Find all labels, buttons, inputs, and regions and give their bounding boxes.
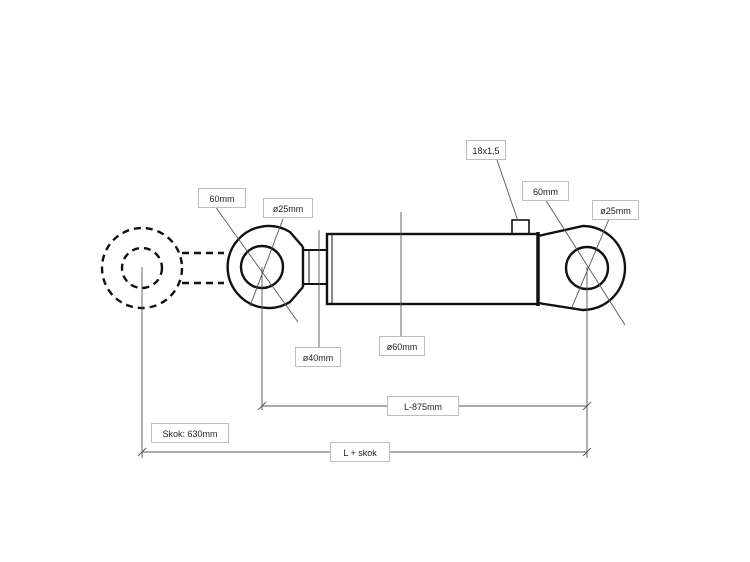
tick-closed-right bbox=[582, 401, 592, 411]
rod-body bbox=[302, 249, 328, 285]
rod-diameter-label: ø40mm bbox=[295, 347, 341, 367]
left-eye-bore-label: ø25mm bbox=[263, 198, 313, 218]
leader-left-width bbox=[211, 201, 299, 323]
cylinder-body bbox=[325, 219, 540, 306]
thread-label: 18x1,5 bbox=[466, 140, 506, 160]
right-clevis-eye bbox=[537, 224, 627, 312]
piston-rod bbox=[302, 249, 328, 285]
right-eye-width-label: 60mm bbox=[522, 181, 569, 201]
ghost-eye-bore bbox=[120, 246, 164, 290]
tick-ext-right bbox=[582, 447, 592, 457]
right-eye-outline bbox=[537, 224, 627, 312]
left-eye-outline bbox=[226, 224, 304, 310]
closed-length-label: L-875mm bbox=[387, 396, 459, 416]
leader-right-width bbox=[544, 198, 626, 326]
leader-right-bore bbox=[571, 218, 610, 308]
cylinder-tube bbox=[325, 232, 540, 306]
right-eye-bore-label: ø25mm bbox=[592, 200, 639, 220]
tick-ext-left bbox=[137, 447, 147, 457]
cylinder-diameter-label: ø60mm bbox=[379, 336, 425, 356]
tick-closed-left bbox=[257, 401, 267, 411]
left-rod-eye bbox=[226, 224, 305, 310]
hydraulic-port bbox=[511, 219, 530, 235]
extended-length-label: L + skok bbox=[330, 442, 390, 462]
leader-lines bbox=[137, 159, 626, 458]
leader-thread bbox=[496, 159, 519, 222]
leader-left-bore bbox=[249, 218, 284, 307]
left-eye-width-label: 60mm bbox=[198, 188, 246, 208]
extended-eye-ghost bbox=[100, 226, 224, 310]
stroke-label: Skok: 630mm bbox=[151, 423, 229, 443]
